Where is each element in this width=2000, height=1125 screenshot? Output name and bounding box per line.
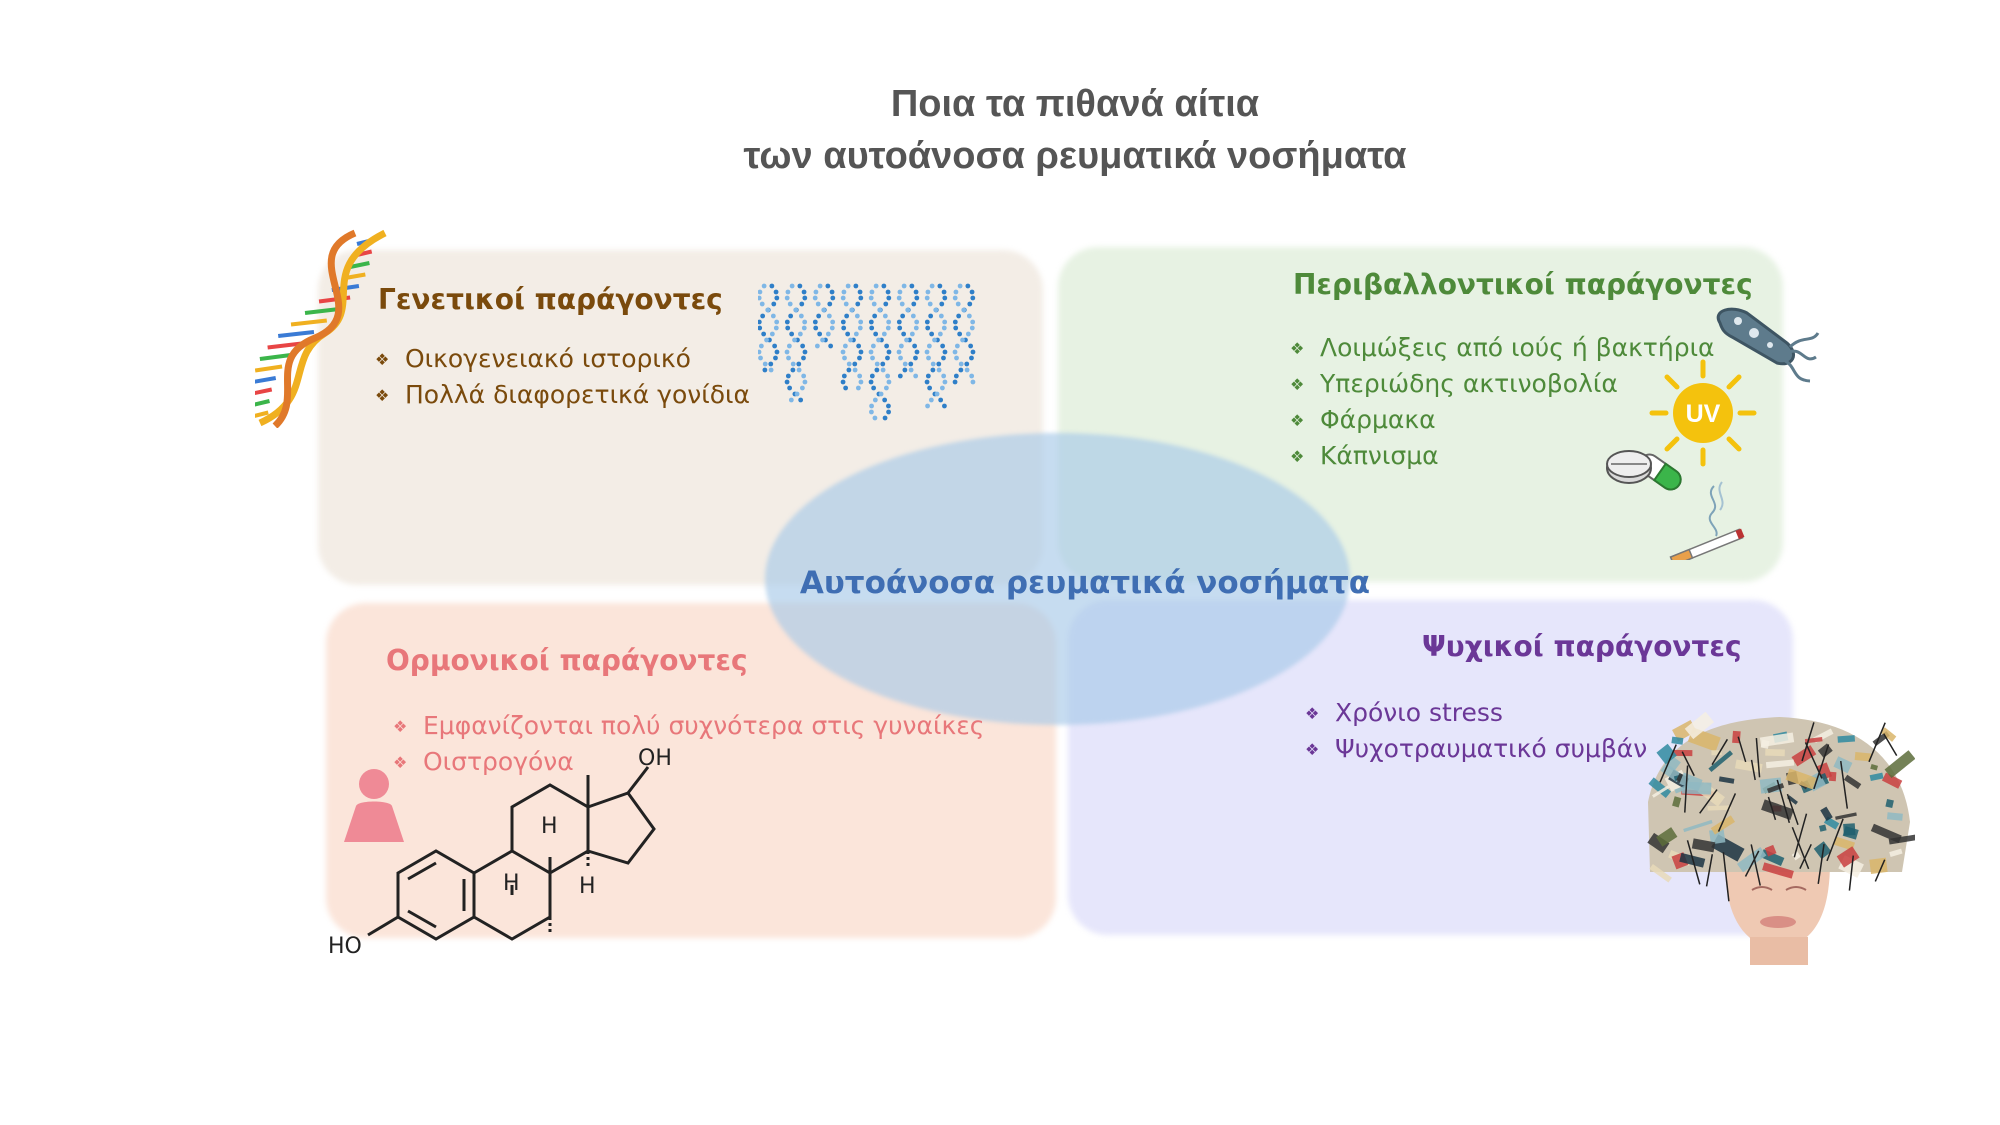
dna-helix-icon xyxy=(255,229,387,428)
bullet-icon: ❖ xyxy=(1305,704,1320,723)
bullet-icon: ❖ xyxy=(1290,411,1305,430)
bullet-icon: ❖ xyxy=(1290,339,1305,358)
list-item: ❖Πολλά διαφορετικά γονίδια xyxy=(375,377,750,413)
molecule-ho-label: HO xyxy=(328,934,362,959)
estrogen-molecule-icon: OH HO H H H xyxy=(328,746,672,959)
title-line-1: Ποια τα πιθανά αίτια xyxy=(890,83,1260,125)
environmental-heading: Περιβαλλοντικοί παράγοντες xyxy=(1293,268,1753,301)
environmental-list: ❖Λοιμώξεις από ιούς ή βακτήρια ❖Υπεριώδη… xyxy=(1290,330,1715,474)
list-item: ❖Φάρμακα xyxy=(1290,402,1715,438)
list-item: ❖Οιστρογόνα xyxy=(393,744,984,780)
hormonal-heading: Ορμονικοί παράγοντες xyxy=(386,644,748,677)
pills-icon xyxy=(1606,450,1682,491)
dna-strands-icon xyxy=(758,283,976,421)
cigarette-icon xyxy=(1669,481,1745,560)
uv-sun-icon: UV xyxy=(1649,359,1757,467)
bullet-icon: ❖ xyxy=(375,350,390,369)
list-item: ❖Λοιμώξεις από ιούς ή βακτήρια xyxy=(1290,330,1715,366)
woman-icon xyxy=(344,769,404,842)
psychological-heading: Ψυχικοί παράγοντες xyxy=(1422,630,1742,663)
uv-badge-text: UV xyxy=(1686,400,1721,428)
bullet-icon: ❖ xyxy=(1290,375,1305,394)
genetic-list: ❖Οικογενειακό ιστορικό ❖Πολλά διαφορετικ… xyxy=(375,341,750,413)
list-item: ❖Οικογενειακό ιστορικό xyxy=(375,341,750,377)
bullet-icon: ❖ xyxy=(1305,740,1320,759)
center-label: Αυτοάνοσα ρευματικά νοσήματα xyxy=(799,565,1371,601)
molecule-oh-label: OH xyxy=(638,746,672,771)
genetic-heading: Γενετικοί παράγοντες xyxy=(378,283,723,316)
stressed-head-illustration xyxy=(1647,712,1915,965)
bullet-icon: ❖ xyxy=(1290,447,1305,466)
molecule-h-label-1: H xyxy=(541,814,558,839)
list-item: ❖Υπεριώδης ακτινοβολία xyxy=(1290,366,1715,402)
bullet-icon: ❖ xyxy=(393,717,408,736)
molecule-h-label-3: H xyxy=(579,874,596,899)
list-item: ❖Κάπνισμα xyxy=(1290,438,1715,474)
bullet-icon: ❖ xyxy=(393,753,408,772)
bullet-icon: ❖ xyxy=(375,386,390,405)
bacterium-icon xyxy=(1716,307,1820,383)
page-title: Ποια τα πιθανά αίτια των αυτοάνοσα ρευμα… xyxy=(0,78,2000,182)
title-line-2: των αυτοάνοσα ρευματικά νοσήματα xyxy=(743,135,1407,177)
molecule-h-label-2: H xyxy=(503,871,520,896)
psychological-list: ❖Χρόνιο stress ❖Ψυχοτραυματικό συμβάν xyxy=(1305,695,1647,767)
hormonal-list: ❖Εμφανίζονται πολύ συχνότερα στις γυναίκ… xyxy=(393,708,984,780)
list-item: ❖Χρόνιο stress xyxy=(1305,695,1647,731)
list-item: ❖Εμφανίζονται πολύ συχνότερα στις γυναίκ… xyxy=(393,708,984,744)
list-item: ❖Ψυχοτραυματικό συμβάν xyxy=(1305,731,1647,767)
center-oval xyxy=(765,433,1350,725)
